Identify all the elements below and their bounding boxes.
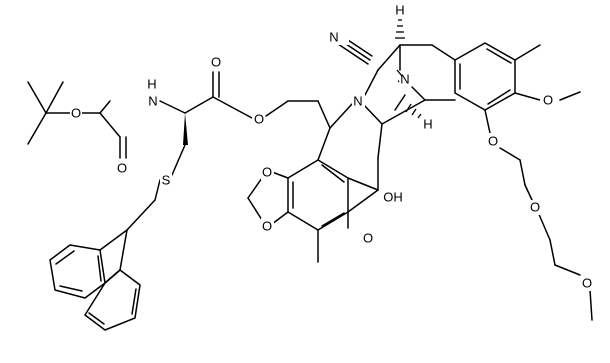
arom2-dbl-1 [486, 48, 512, 64]
peg-5 [549, 239, 556, 266]
fl-left-dbl-2 [59, 285, 83, 292]
n2-to-c [411, 86, 426, 101]
bridge-hash-base [394, 94, 406, 111]
n-to-cn-carbon [364, 69, 379, 96]
c11-to-bridge [381, 99, 426, 125]
arom-dbl-2 [321, 212, 345, 227]
hash-right-2 [411, 108, 417, 116]
fl-right-ring [84, 269, 141, 331]
peg-3 [524, 184, 533, 201]
tbu-bond-2 [27, 112, 47, 145]
fl-c9-right [119, 229, 128, 271]
peg-oxygen-3-label: O [582, 276, 592, 291]
quat-c-bond [347, 189, 379, 213]
peg-chain [499, 147, 593, 321]
peg-7 [589, 289, 593, 321]
dioxole-o2-bond [271, 211, 289, 225]
atom-labels: O O H N O O N N N H H O O O O S O O O [70, 3, 593, 291]
s-ch2-bond [154, 179, 161, 201]
tbu-bond-1 [27, 81, 47, 114]
fluorenyl-group [49, 229, 141, 331]
fl-left-dbl-1 [55, 250, 75, 265]
dioxole-oxygen-bottom-label: O [262, 219, 272, 234]
boc-carbonyl-oxygen-label: O [117, 161, 127, 176]
arom-dbl-3 [321, 164, 345, 183]
arom-ring-2 [454, 42, 516, 111]
aromatic-to-c1 [317, 127, 331, 161]
boc-group [27, 81, 127, 159]
ketone-oxygen-label: O [363, 231, 373, 246]
arom2-ome-bond [514, 92, 541, 101]
peg-4 [537, 211, 551, 241]
bridge-nitrogen-label: N [400, 72, 409, 87]
hash-right-1 [417, 113, 422, 119]
mom-oxygen-2-label: O [530, 200, 540, 215]
alpha-wedge [183, 113, 188, 145]
tbu-bond-3 [45, 81, 64, 114]
ester-carbonyl-oxygen-label: O [211, 55, 221, 70]
dioxole-ch2-1 [247, 177, 263, 199]
fl-left-dbl-3 [97, 255, 102, 282]
hash-right-3 [405, 103, 412, 113]
ring-nitrogen-label: N [353, 94, 362, 109]
ome-methyl [559, 91, 581, 101]
methoxy-oxygen-label: O [543, 93, 553, 108]
dioxole-aromatic-ring [247, 127, 379, 263]
arom-quat-bond [347, 177, 379, 191]
ch2-to-arom [431, 44, 456, 61]
alpha-to-carbonyl [184, 96, 214, 114]
aromatic-ring [287, 159, 349, 231]
nitrile-nitrogen-label: N [329, 30, 338, 45]
n-to-c11 [362, 103, 383, 125]
fl-c9-left [99, 229, 128, 251]
boc-c-to-n [99, 100, 111, 114]
dioxole-oxygen-top-label: O [262, 165, 272, 180]
ester-c-o-bond [212, 96, 253, 119]
c11-to-ch2 [377, 123, 383, 159]
right-hydrogen-label: H [423, 117, 432, 132]
top-hydrogen-label: H [395, 3, 404, 18]
hash-bonds [392, 19, 422, 119]
boc-ether-oxygen-label: O [71, 106, 81, 121]
cysteine-backbone [126, 71, 319, 231]
fl-right-dbl-2 [88, 312, 105, 325]
cn-c-to-bridge [377, 44, 401, 71]
peg-1 [499, 147, 521, 161]
central-ring-system [317, 35, 456, 191]
ester-o-ch2-bond [265, 100, 289, 117]
dioxole-o1-bond [271, 171, 289, 179]
peg-2 [519, 159, 526, 186]
peg-6 [554, 264, 581, 276]
right-aromatic-ring [454, 42, 581, 134]
amide-hydrogen-label: H [147, 77, 156, 92]
hash-n-1 [396, 69, 403, 77]
beta-ch2-bond [171, 144, 186, 176]
arom2-methyl [514, 44, 541, 61]
carbamate-nitrogen-label: N [148, 94, 157, 109]
n-to-alpha-bond [159, 100, 186, 114]
boc-c-to-co [99, 112, 121, 138]
arom2-dbl-2 [487, 89, 511, 105]
thioether-sulfur-label: S [162, 173, 171, 188]
dioxole-ch2-2 [247, 197, 263, 221]
mom-oxygen-1-label: O [488, 134, 498, 149]
arom2-o-bond [484, 109, 491, 134]
fl-right-dbl-1 [131, 288, 137, 315]
hydroxyl-label: OH [383, 190, 403, 205]
ch2-to-c1 [317, 100, 331, 129]
c1-to-n [329, 103, 353, 129]
nitrile-triple-2 [337, 43, 369, 65]
ch2-fluorenyl-bond [126, 199, 156, 231]
ester-oxygen-label: O [254, 112, 264, 127]
